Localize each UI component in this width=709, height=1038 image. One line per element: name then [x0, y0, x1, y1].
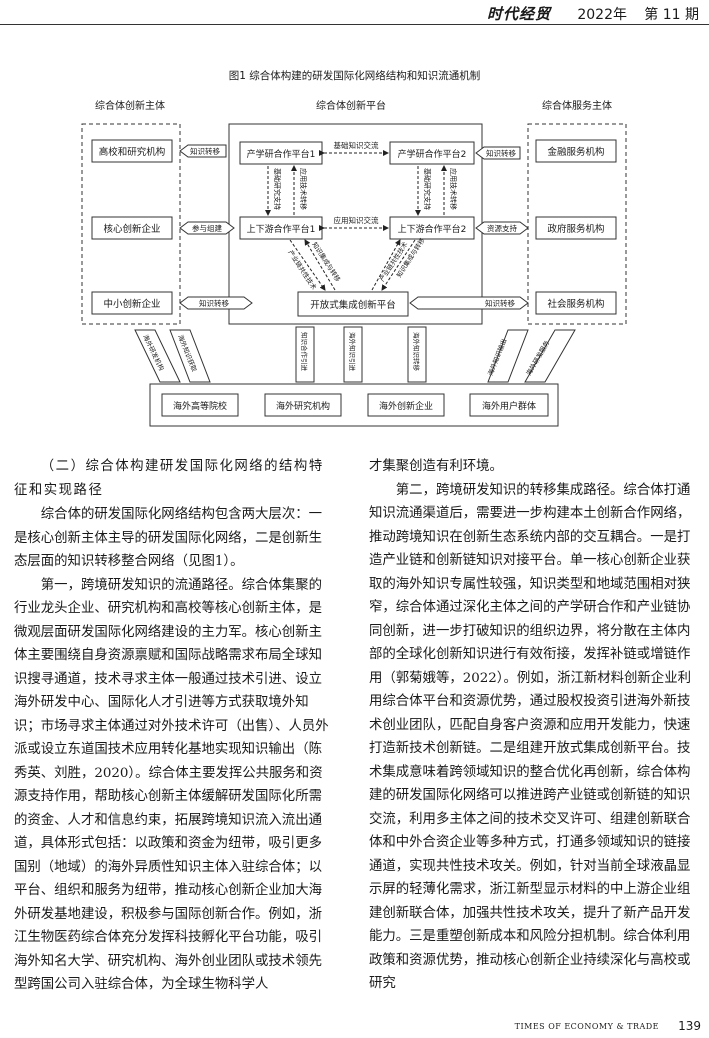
svg-text:应用技术转移: 应用技术转移 [449, 168, 458, 210]
paragraph: 第一，跨境研发知识的流通路径。综合体集聚的行业龙头企业、研究机构和高校等核心创新… [14, 577, 329, 993]
svg-text:应用知识交流: 应用知识交流 [334, 215, 379, 225]
svg-text:开放式集成创新平台: 开放式集成创新平台 [310, 299, 396, 311]
left-link-2: 参与组建 [179, 221, 235, 235]
svg-text:社会服务机构: 社会服务机构 [547, 298, 604, 310]
svg-text:知识转移: 知识转移 [190, 146, 220, 156]
left-box-sme: 中小创新企业 [91, 291, 173, 315]
svg-text:金融服务机构: 金融服务机构 [547, 146, 604, 158]
right-link-2: 资源支持 [475, 221, 529, 235]
left-column: （二）综合体构建研发国际化网络的结构特征和实现路径 综合体的研发国际化网络结构包… [14, 455, 335, 997]
right-box-social: 社会服务机构 [535, 291, 617, 315]
chain-box-2: 上下游合作平台2 [389, 216, 475, 240]
svg-text:海外知识引进: 海外知识引进 [348, 332, 357, 372]
svg-text:海外用户群体: 海外用户群体 [482, 400, 536, 412]
header-rule [0, 24, 709, 25]
svg-text:知识合作引进: 知识合作引进 [300, 332, 309, 372]
chain-box-1: 上下游合作平台1 [239, 216, 323, 240]
svg-text:海外创新企业: 海外创新企业 [379, 400, 433, 412]
svg-text:基础知识交流: 基础知识交流 [334, 140, 379, 150]
svg-text:基础研究支持: 基础研究支持 [423, 168, 432, 210]
svg-text:上下游合作平台1: 上下游合作平台1 [247, 223, 316, 235]
bottom-box-research: 海外研究机构 [264, 393, 342, 417]
right-box-government: 政府服务机构 [535, 216, 617, 240]
right-column: 才集聚创造有利环境。 第二，跨境研发知识的转移集成路径。综合体打通知识流通渠道后… [369, 455, 695, 996]
base-exchange-arrow: 基础知识交流 [319, 140, 389, 156]
group-title-right: 综合体服务主体 [542, 99, 612, 112]
paragraph: 综合体的研发国际化网络结构包含两大层次：一是核心创新主体主导的研发国际化网络，二… [14, 507, 322, 569]
left-link-1: 知识转移 [179, 144, 227, 158]
left-box-university: 高校和研究机构 [91, 139, 173, 163]
svg-text:上下游合作平台2: 上下游合作平台2 [398, 223, 467, 235]
svg-text:海外高等院校: 海外高等院校 [173, 400, 227, 412]
section-heading: （二）综合体构建研发国际化网络的结构特征和实现路径 [14, 459, 324, 498]
svg-text:中小创新企业: 中小创新企业 [103, 298, 160, 310]
svg-text:知识集成与转移: 知识集成与转移 [310, 240, 343, 283]
bottom-box-university: 海外高等院校 [161, 393, 239, 417]
open-platform-box: 开放式集成创新平台 [297, 291, 409, 317]
app-exchange-arrow: 应用知识交流 [319, 215, 389, 231]
network-diagram: 综合体创新主体 综合体创新平台 综合体服务主体 高校和研究机构 核心创新企业 中… [81, 99, 627, 427]
left-group-box [81, 123, 181, 325]
bottom-box-users: 海外用户群体 [469, 393, 549, 417]
svg-text:产学研合作平台2: 产学研合作平台2 [398, 148, 467, 160]
svg-text:高校和研究机构: 高校和研究机构 [99, 146, 166, 158]
footer-journal: TIMES OF ECONOMY & TRADE [514, 1022, 659, 1031]
svg-text:知识转移: 知识转移 [485, 298, 515, 308]
svg-text:核心创新企业: 核心创新企业 [103, 223, 160, 235]
platform-box-1: 产学研合作平台1 [239, 141, 323, 165]
group-title-center: 综合体创新平台 [316, 99, 386, 112]
svg-text:资源支持: 资源支持 [487, 223, 517, 233]
right-box-finance: 金融服务机构 [535, 139, 617, 163]
paragraph: 才集聚创造有利环境。 [369, 459, 503, 474]
svg-text:产学研合作平台1: 产学研合作平台1 [247, 148, 316, 160]
svg-text:海外研究机构: 海外研究机构 [276, 400, 330, 412]
platform-box-2: 产学研合作平台2 [389, 141, 475, 165]
journal-title: 时代经贸 [486, 5, 551, 23]
svg-text:参与组建: 参与组建 [192, 223, 222, 233]
right-link-3: 知识转移 [409, 296, 529, 310]
group-title-left: 综合体创新主体 [95, 99, 165, 112]
svg-text:应用技术转移: 应用技术转移 [299, 168, 308, 210]
svg-text:知识转移: 知识转移 [199, 298, 229, 308]
diagonal-arrows: 产业链共性技术 知识集成与转移 产业链共性技术 知识集成与转移 [286, 236, 426, 292]
paragraph: 第二，跨境研发知识的转移集成路径。综合体打通知识流通渠道后，需要进一步构建本土创… [369, 482, 691, 992]
svg-text:海外知识转移: 海外知识转移 [412, 332, 421, 372]
figure-caption: 图1 综合体构建的研发国际化网络结构和知识流通机制 [228, 70, 481, 82]
svg-text:政府服务机构: 政府服务机构 [547, 223, 604, 235]
issue-year: 2022年 [577, 7, 627, 23]
page-number: 139 [678, 1019, 701, 1033]
vertical-arrows: 基础研究支持 应用技术转移 基础研究支持 应用技术转移 [265, 165, 458, 216]
bottom-arrows: 海外研发机构 海外知识获取 知识合作引进 海外知识引进 海外知识转移 海外知识输… [134, 326, 576, 383]
right-group-box [527, 123, 627, 325]
right-link-1: 知识转移 [475, 146, 521, 160]
left-link-3: 知识转移 [179, 296, 253, 310]
svg-text:基础研究支持: 基础研究支持 [273, 168, 282, 210]
bottom-box-enterprise: 海外创新企业 [367, 393, 445, 417]
issue-number: 第 11 期 [644, 7, 699, 23]
svg-text:知识转移: 知识转移 [486, 148, 516, 158]
left-box-core-enterprise: 核心创新企业 [91, 216, 173, 240]
